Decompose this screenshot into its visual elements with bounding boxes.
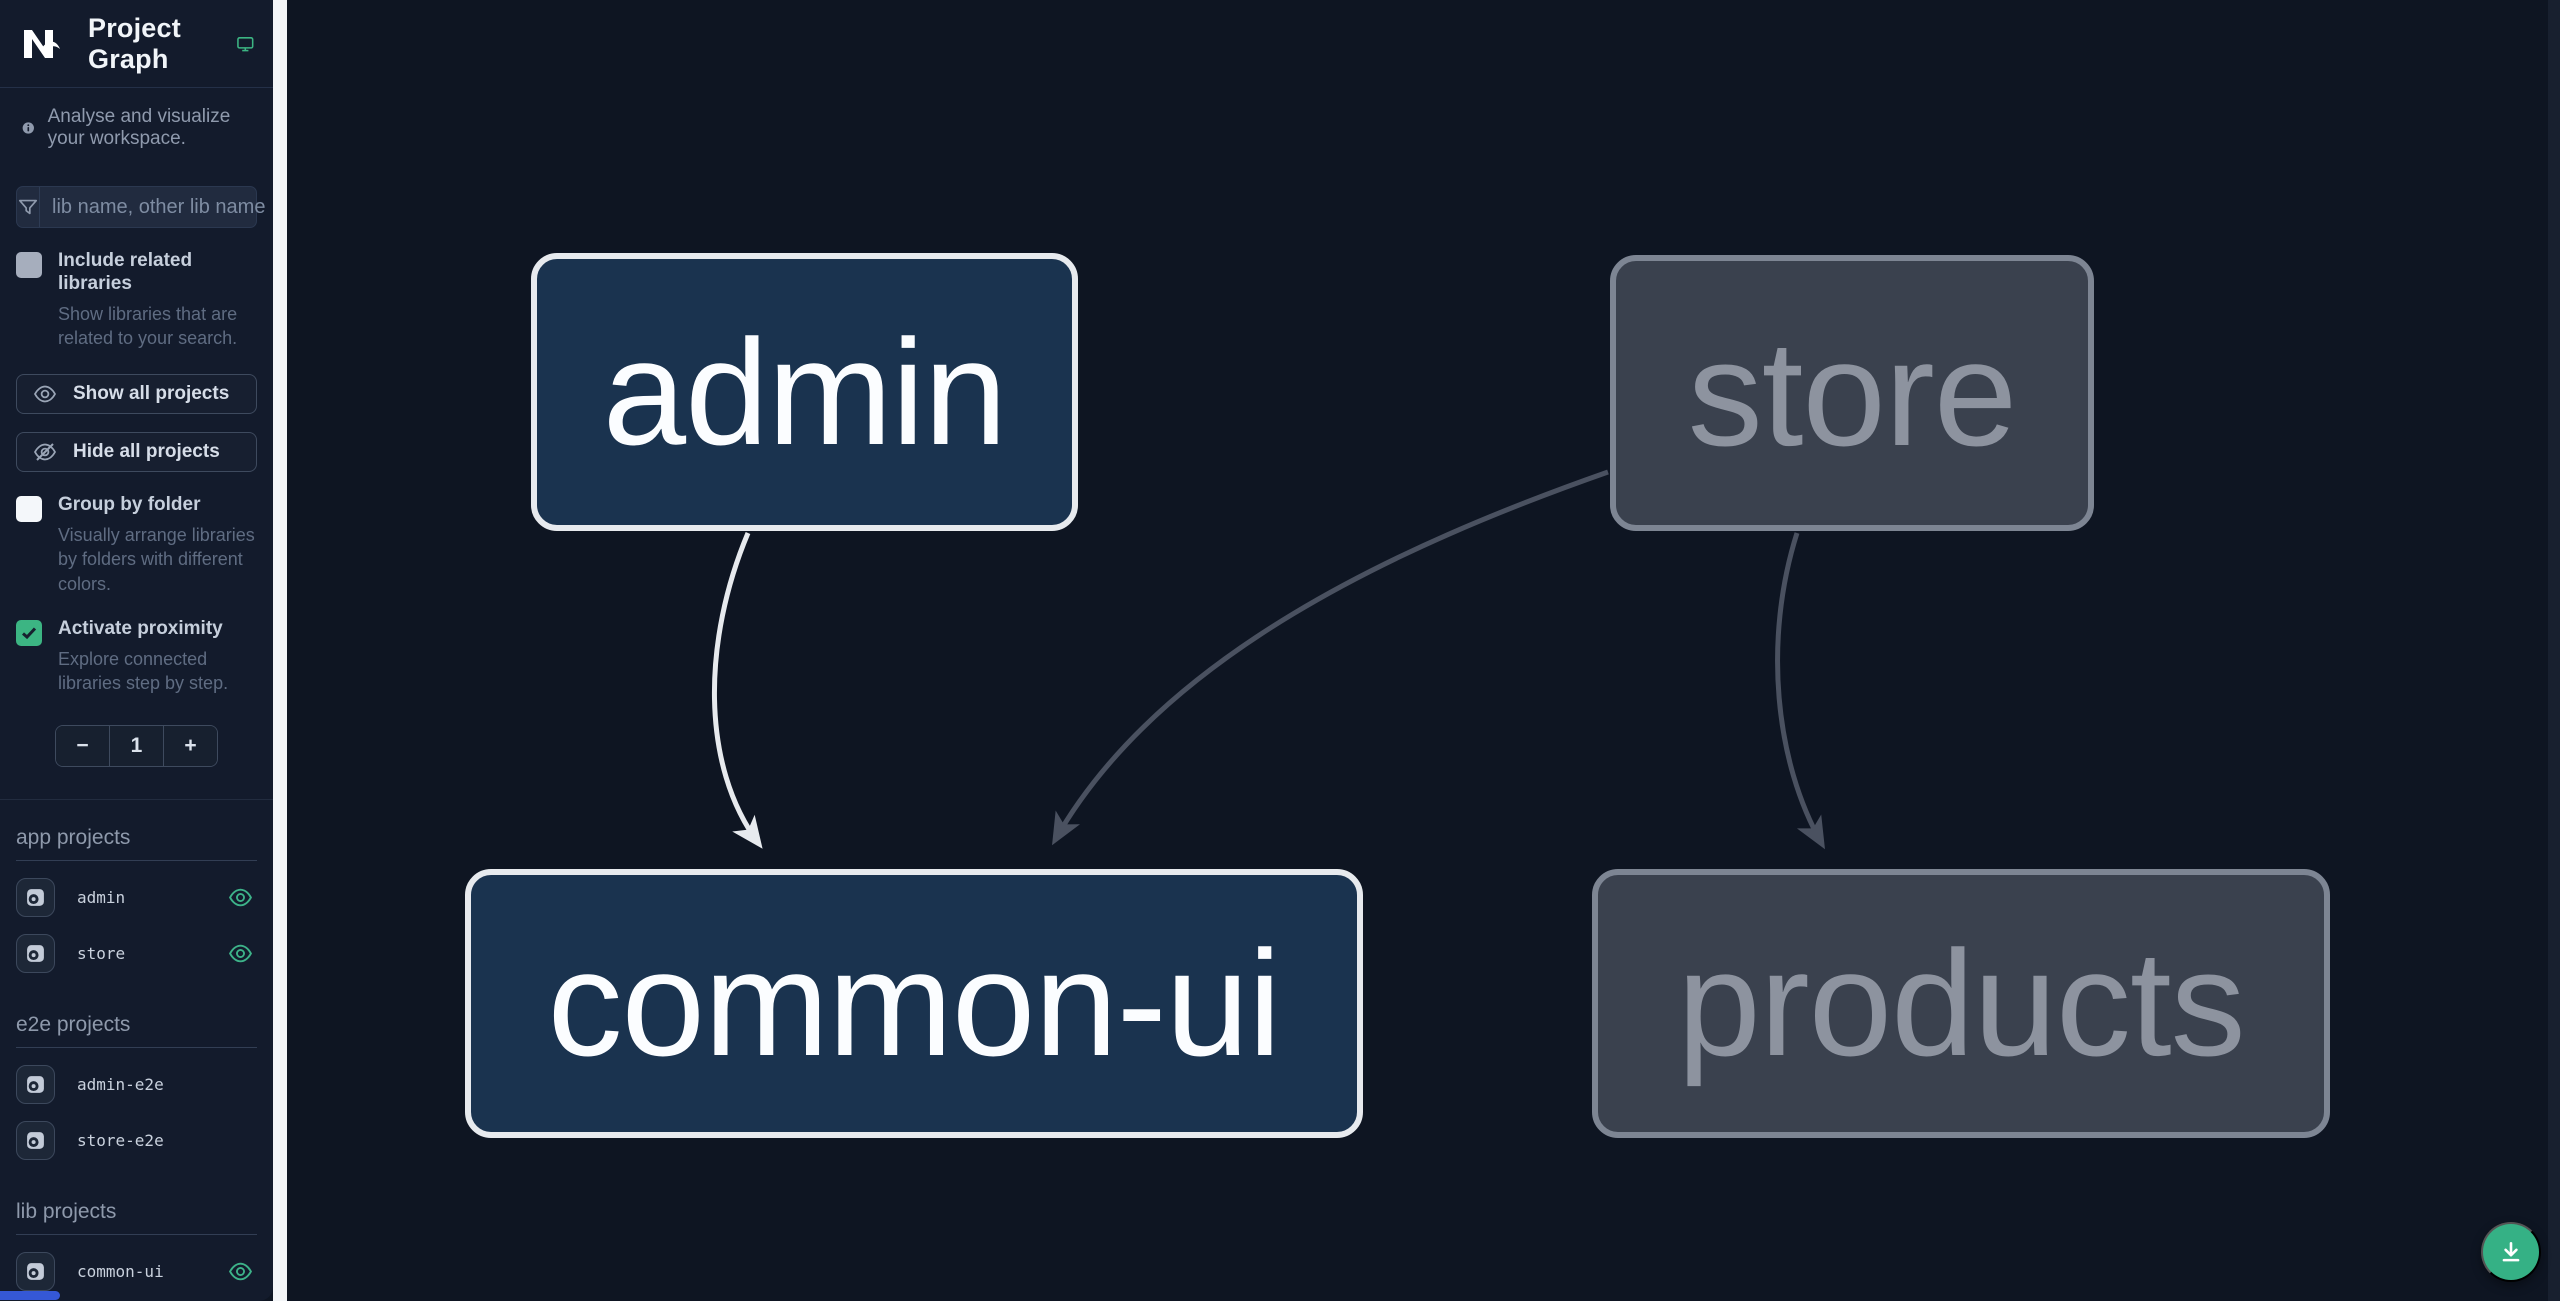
eye-off-icon: [33, 443, 57, 461]
graph-edges: [711, 469, 1825, 850]
download-graph-button[interactable]: [2481, 1222, 2541, 1282]
toggle-visibility-eye-icon[interactable]: [227, 1258, 253, 1284]
section-e2e-projects: e2e projects admin-e2e store-: [0, 987, 273, 1160]
include-related-description: Show libraries that are related to your …: [58, 303, 238, 348]
sidebar-divider: [0, 799, 273, 801]
project-name[interactable]: admin: [77, 887, 126, 907]
proximity-depth-stepper: − 1 +: [55, 725, 218, 768]
node-label: store: [1687, 308, 2017, 477]
node-label: products: [1677, 919, 2245, 1087]
focus-project-button[interactable]: [16, 877, 55, 917]
proximity-depth-value: 1: [109, 726, 163, 767]
graph-node-admin[interactable]: admin: [531, 253, 1078, 531]
nx-logo: [24, 29, 60, 58]
toggle-visibility-eye-icon[interactable]: [227, 884, 253, 910]
filter-funnel-icon: [17, 187, 40, 227]
show-all-projects-label: Show all projects: [73, 383, 230, 405]
focus-icon: [27, 1131, 44, 1149]
proximity-decrement-button[interactable]: −: [56, 726, 109, 767]
node-label: admin: [602, 307, 1008, 476]
section-app-projects: app projects admin: [0, 800, 273, 973]
sidebar: Project Graph Analyse and visualize your…: [0, 0, 329, 1301]
eye-icon: [33, 385, 57, 403]
project-row-admin-e2e: admin-e2e: [16, 1064, 257, 1104]
graph-node-products[interactable]: products: [1592, 869, 2330, 1138]
group-by-folder-label: Group by folder: [58, 494, 201, 516]
toggle-visibility-eye-icon[interactable]: [227, 940, 253, 966]
download-icon: [2502, 1242, 2520, 1262]
include-related-label: Include related libraries: [58, 250, 193, 294]
focus-project-button[interactable]: [16, 1064, 55, 1104]
edge-admin-to-common-ui[interactable]: [711, 532, 763, 849]
workspace-info-row: Analyse and visualize your workspace.: [0, 88, 273, 160]
project-name[interactable]: admin-e2e: [77, 1074, 164, 1094]
focus-project-button[interactable]: [16, 1251, 55, 1291]
project-name[interactable]: store: [77, 943, 126, 963]
vertical-scrollbar-track[interactable]: [2548, 0, 2560, 1301]
option-group-by-folder[interactable]: Group by folder Visually arrange librari…: [0, 472, 273, 596]
graph-node-store[interactable]: store: [1610, 255, 2094, 531]
project-row-admin: admin: [16, 877, 257, 917]
project-name[interactable]: store-e2e: [77, 1130, 164, 1150]
option-include-related[interactable]: Include related libraries Show libraries…: [0, 228, 273, 350]
option-activate-proximity[interactable]: Activate proximity Explore connected lib…: [0, 596, 273, 695]
focus-icon: [27, 944, 44, 962]
sidebar-resize-gutter[interactable]: [273, 0, 287, 1301]
section-title: app projects: [16, 800, 257, 862]
section-title: e2e projects: [16, 987, 257, 1049]
edge-store-to-products[interactable]: [1775, 532, 1825, 850]
activate-proximity-label: Activate proximity: [58, 617, 223, 639]
focus-icon: [27, 1075, 44, 1093]
project-row-store: store: [16, 933, 257, 973]
activate-proximity-checkbox[interactable]: [16, 619, 42, 646]
page-title: Project Graph: [88, 12, 181, 74]
search-box: [16, 186, 329, 228]
info-icon: [22, 122, 34, 134]
horizontal-scrollbar-thumb[interactable]: [0, 1291, 60, 1300]
focus-project-button[interactable]: [16, 933, 55, 973]
focus-project-button[interactable]: [16, 1120, 55, 1160]
hide-all-projects-label: Hide all projects: [73, 441, 220, 463]
focus-icon: [27, 888, 44, 906]
edge-store-to-common-ui[interactable]: [1052, 469, 1609, 846]
activate-proximity-description: Explore connected libraries step by step…: [58, 648, 229, 693]
project-name[interactable]: common-ui: [77, 1261, 164, 1281]
section-title: lib projects: [16, 1174, 257, 1236]
project-row-common-ui: common-ui: [16, 1251, 257, 1291]
graph-node-common-ui[interactable]: common-ui: [465, 869, 1363, 1138]
include-related-checkbox[interactable]: [16, 252, 42, 278]
hide-all-projects-button[interactable]: Hide all projects: [16, 432, 257, 473]
project-row-store-e2e: store-e2e: [16, 1120, 257, 1160]
section-lib-projects: lib projects common-ui: [0, 1174, 273, 1301]
group-by-folder-checkbox[interactable]: [16, 496, 42, 523]
show-all-projects-button[interactable]: Show all projects: [16, 374, 257, 415]
graph-canvas[interactable]: admin store common-ui products: [287, 0, 2560, 1301]
group-by-folder-description: Visually arrange libraries by folders wi…: [58, 524, 255, 594]
monitor-icon[interactable]: [236, 30, 255, 58]
focus-icon: [27, 1262, 44, 1280]
workspace-subtitle: Analyse and visualize your workspace.: [47, 106, 231, 149]
node-label: common-ui: [547, 919, 1282, 1087]
sidebar-header: Project Graph: [0, 0, 273, 88]
proximity-increment-button[interactable]: +: [163, 726, 217, 767]
